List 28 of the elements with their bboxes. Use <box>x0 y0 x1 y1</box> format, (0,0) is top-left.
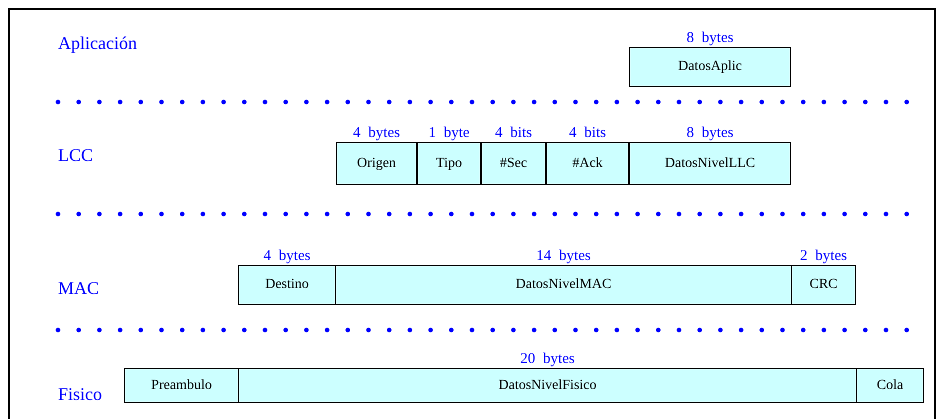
size-label: 4 bits <box>495 125 532 142</box>
layer-name: Aplicación <box>58 33 137 54</box>
field-box <box>856 368 924 403</box>
size-label: 14 bytes <box>536 248 591 265</box>
field-name: DatosNivelFisico <box>498 378 596 394</box>
field-name: CRC <box>809 277 838 293</box>
field-name: #Sec <box>500 156 528 172</box>
size-label: 8 bytes <box>686 125 734 142</box>
field-box <box>124 368 239 403</box>
size-label: 4 bits <box>569 125 606 142</box>
layer-name: LCC <box>58 145 94 166</box>
layer-name: Fisico <box>58 384 102 405</box>
size-label: 2 bytes <box>800 248 847 265</box>
field-name: Destino <box>265 277 309 293</box>
field-name: Tipo <box>436 156 462 172</box>
field-name: Cola <box>876 378 904 394</box>
size-label: 4 bytes <box>264 248 310 265</box>
field-name: DatosNivelLLC <box>664 156 756 172</box>
size-label: 4 bytes <box>353 125 400 142</box>
size-label: 1 byte <box>428 125 470 142</box>
field-name: Preambulo <box>151 378 212 394</box>
size-label: 20 bytes <box>520 351 575 368</box>
field-name: DatosAplic <box>678 59 742 75</box>
field-name: DatosNivelMAC <box>516 277 612 293</box>
field-name: Origen <box>357 156 396 172</box>
size-label: 8 bytes <box>686 30 734 47</box>
layer-name: MAC <box>58 278 100 299</box>
field-name: #Ack <box>572 156 603 172</box>
